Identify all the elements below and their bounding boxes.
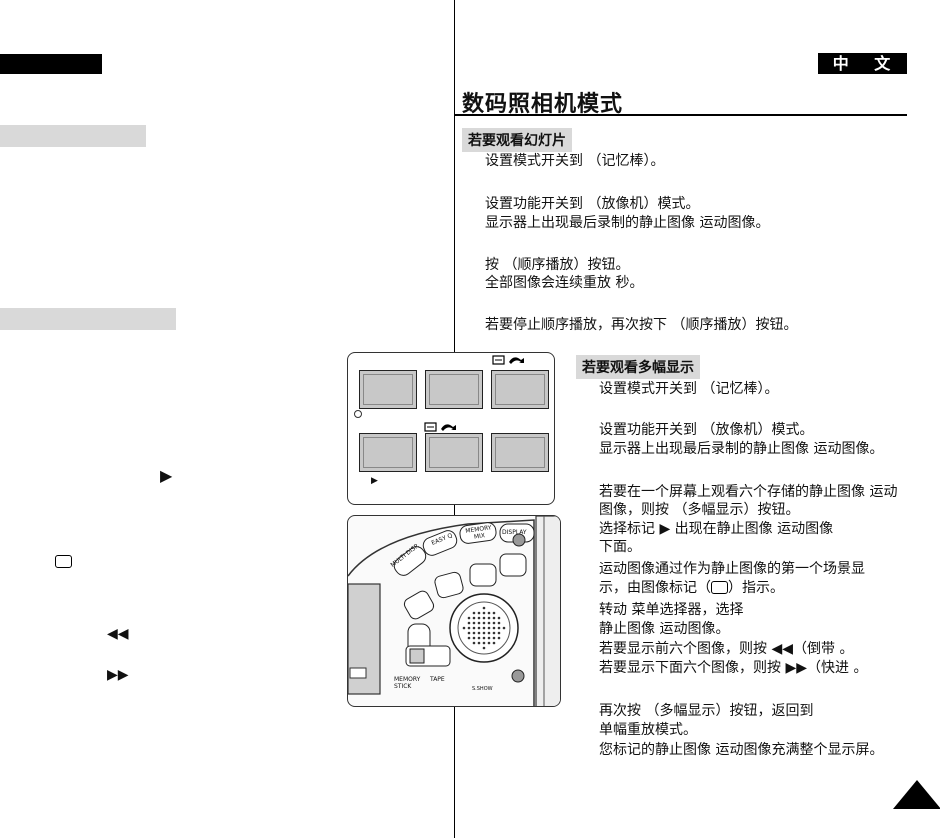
multi-step-1: 设置模式开关到 （记忆棒）。 — [599, 381, 779, 397]
multi-step-2: 设置功能开关到 （放像机）模式。 — [599, 422, 814, 438]
fast-forward-icon: ▶▶ — [107, 667, 129, 683]
play-triangle-icon: ▶ — [160, 466, 173, 485]
multi-next-six: 若要显示下面六个图像，则按 ▶▶（快进 。 — [599, 660, 868, 676]
camera-button-panel: MULTI DISP. EASY Q MEMORY MIX DISPLAY ME… — [347, 515, 561, 707]
multi-moving-note-a: 运动图像通过作为静止图像的第一个场景显 — [599, 561, 865, 577]
lang-tab-left — [0, 54, 102, 74]
slideshow-step-1: 设置模式开关到 （记忆棒）。 — [485, 153, 665, 169]
lang-tab-chinese: 中 文 — [818, 53, 907, 74]
multi-moving-note-b: 示，由图像标记（）指示。 — [599, 580, 784, 596]
multi-step-2-note: 显示器上出现最后录制的静止图像 运动图像。 — [599, 441, 884, 457]
multi-prev-six: 若要显示前六个图像，则按 ◀◀（倒带 。 — [599, 641, 854, 657]
thumbnail-4[interactable] — [359, 433, 417, 472]
multi-step-3-line-2: 图像，则按 （多幅显示）按钮。 — [599, 502, 800, 518]
multi-step-4-note: 您标记的静止图像 运动图像充满整个显示屏。 — [599, 742, 884, 758]
slideshow-step-2-note: 显示器上出现最后录制的静止图像 运动图像。 — [485, 215, 770, 231]
thumbnail-1[interactable] — [359, 370, 417, 409]
slideshow-stop: 若要停止顺序播放，再次按下 （顺序播放）按钮。 — [485, 317, 798, 333]
page-title: 数码照相机模式 — [462, 92, 624, 117]
multi-display-heading: 若要观看多幅显示 — [576, 355, 700, 379]
multi-step-4-line-1: 再次按 （多幅显示）按钮，返回到 — [599, 703, 814, 719]
forward-inline-icon: ▶▶ — [785, 660, 807, 676]
thumbnail-5[interactable] — [425, 433, 483, 472]
rewind-icon: ◀◀ — [107, 626, 129, 642]
memory-stick-icon-2 — [424, 422, 456, 432]
slideshow-label: S.SHOW — [472, 686, 493, 692]
rounded-rect-marker-icon — [55, 551, 72, 570]
thumbnail-6[interactable] — [491, 433, 549, 472]
memory-stick-icon — [492, 355, 524, 365]
multi-select-mark-a: 选择标记 ▶ 出现在静止图像 运动图像 — [599, 521, 834, 537]
multi-selector-b: 静止图像 运动图像。 — [599, 621, 730, 637]
memo-inline-icon — [711, 581, 728, 594]
rewind-inline-icon: ◀◀ — [771, 641, 793, 657]
multi-step-3-line-1: 若要在一个屏幕上观看六个存储的静止图像 运动 — [599, 484, 898, 500]
lcd-multi-display: ▶ — [347, 352, 555, 505]
multi-selector-a: 转动 菜单选择器，选择 — [599, 602, 744, 618]
selection-dot-icon — [354, 410, 362, 418]
display-button[interactable]: DISPLAY — [502, 529, 527, 536]
thumbnail-2[interactable] — [425, 370, 483, 409]
left-section-bar-1 — [0, 125, 146, 147]
slideshow-step-2: 设置功能开关到 （放像机）模式。 — [485, 196, 700, 212]
title-rule — [454, 114, 907, 116]
tape-label: TAPE — [430, 676, 445, 683]
multi-step-4-line-2: 单幅重放模式。 — [599, 722, 697, 738]
lcd-play-marker-icon: ▶ — [371, 476, 378, 486]
slideshow-step-3-note: 全部图像会连续重放 秒。 — [485, 275, 644, 291]
slideshow-heading: 若要观看幻灯片 — [462, 128, 572, 152]
page-corner-triangle-icon — [893, 780, 940, 809]
memory-stick-label: MEMORY STICK — [394, 676, 421, 690]
slideshow-step-3: 按 （顺序播放）按钮。 — [485, 257, 630, 273]
thumbnail-3[interactable] — [491, 370, 549, 409]
multi-select-mark-b: 下面。 — [599, 539, 641, 555]
left-section-bar-2 — [0, 308, 176, 330]
